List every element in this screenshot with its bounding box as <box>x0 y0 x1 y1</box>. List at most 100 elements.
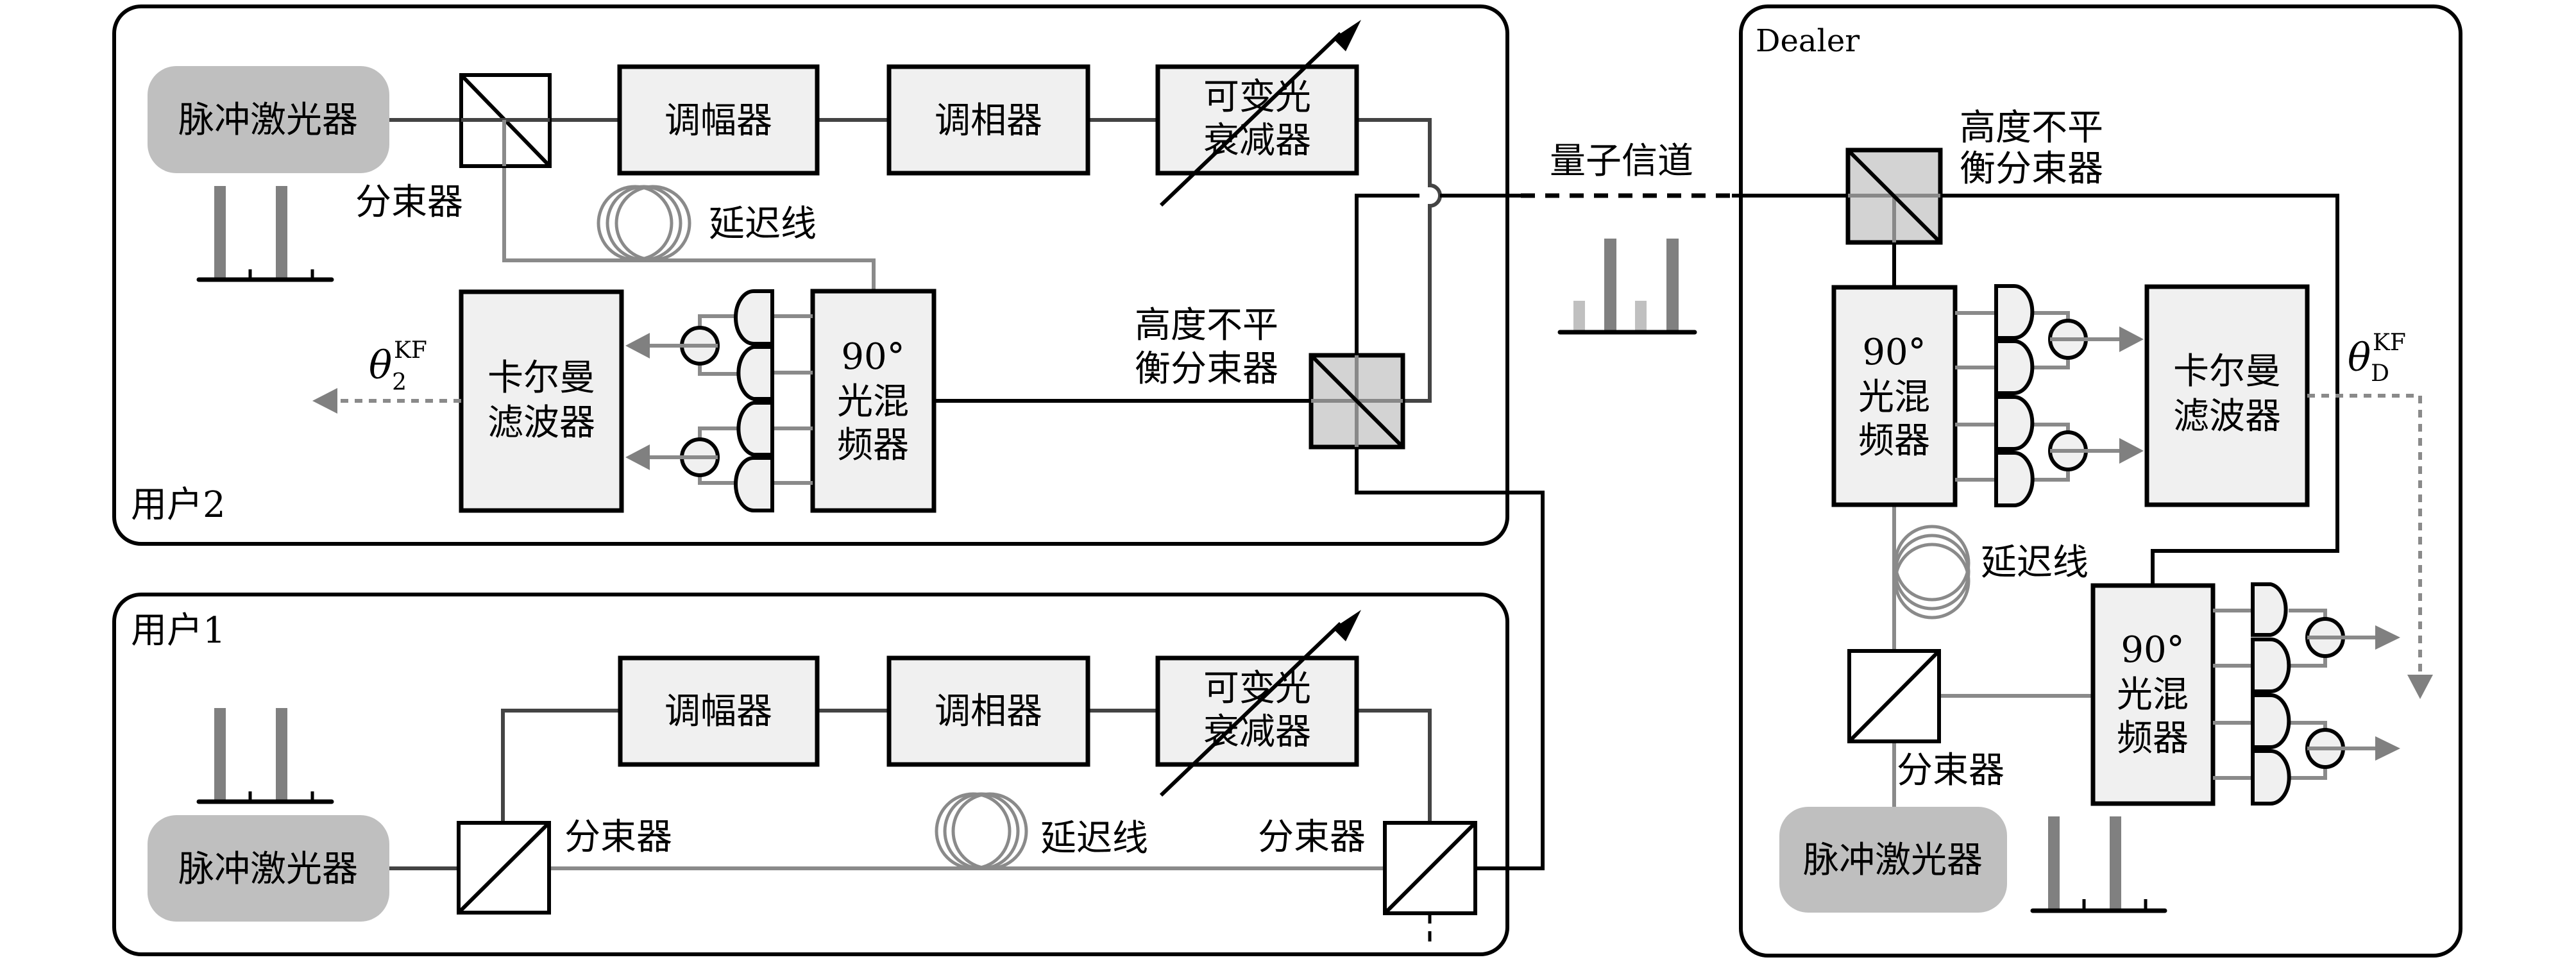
pm-label: 调相器 <box>935 100 1042 142</box>
photodetector-icon <box>1994 395 2035 451</box>
voa-adjust-arrow <box>1159 621 1343 797</box>
dealer-balanced-detectors-2 <box>2213 582 2400 806</box>
dealer-panel: Dealer 高度不平 衡分束器 90° 光混 频器 <box>1739 4 2462 958</box>
dealer-90-hybrid-2: 90° 光混 频器 <box>2090 583 2216 806</box>
user1-delay-label: 延迟线 <box>1040 818 1148 859</box>
dealer-laser-label: 脉冲激光器 <box>1803 840 1983 881</box>
user2-90-hybrid: 90° 光混 频器 <box>810 289 936 513</box>
photodetector-icon <box>734 289 774 346</box>
user1-variable-attenuator: 可变光 衰减器 <box>1155 610 1361 797</box>
user1-pulse-icon <box>196 708 334 804</box>
dealer-theta-output-line <box>2307 394 2422 675</box>
user1-phase-modulator: 调相器 <box>886 655 1090 767</box>
coil-loop <box>935 792 1012 870</box>
dealer-90-hybrid-1: 90° 光混 频器 <box>1831 285 1958 507</box>
user1-pulse-laser: 脉冲激光器 <box>148 815 389 922</box>
photodetector-icon <box>736 401 774 457</box>
coil-loop <box>614 185 691 262</box>
kalman-label-2: 滤波器 <box>2173 396 2281 437</box>
user1-beam-splitter-in <box>457 821 551 915</box>
user2-amplitude-modulator: 调幅器 <box>617 64 820 176</box>
hybrid-label-2: 光混 <box>2117 674 2189 716</box>
fiber-bs-to-am <box>501 709 620 868</box>
user2-variable-attenuator: 可变光 衰减器 <box>1155 20 1361 207</box>
user2-unbalanced-bs-label-2: 衡分束器 <box>1135 348 1278 390</box>
user2-beam-splitter <box>459 73 552 168</box>
voa-arrowhead-icon <box>1333 610 1361 641</box>
user1-delay-line <box>935 792 1028 870</box>
fiber-user2-to-user1 <box>1355 447 1545 870</box>
user2-laser-label: 脉冲激光器 <box>178 99 358 141</box>
arrow-left-icon <box>625 444 650 470</box>
voa-label-2: 衰减器 <box>1203 120 1311 162</box>
user2-kalman-filter: 卡尔曼 滤波器 <box>459 289 624 513</box>
hybrid-label-1: 90° <box>2121 629 2184 671</box>
coil-loop <box>1894 534 1970 611</box>
dealer-beam-splitter <box>1847 649 1941 743</box>
photodetector-icon <box>2251 582 2288 637</box>
user2-balanced-detectors <box>625 289 813 512</box>
coil-loop <box>1894 543 1970 620</box>
pm-label: 调相器 <box>935 691 1042 732</box>
hybrid-label-3: 频器 <box>2117 718 2189 759</box>
photodetector-icon <box>2251 693 2291 749</box>
photodetector-icon <box>2251 637 2291 693</box>
kalman-label-1: 卡尔曼 <box>2173 351 2281 392</box>
arrow-right-icon <box>2119 326 2144 352</box>
voa-adjust-arrow <box>1159 31 1343 207</box>
user2-frame <box>112 4 1509 546</box>
kalman-label-2: 滤波器 <box>487 402 595 444</box>
dealer-label: Dealer <box>1756 23 1860 59</box>
voa-arrowhead-icon <box>1333 20 1361 51</box>
dealer-pulse-icon <box>2030 816 2167 913</box>
user2-unbalanced-bs-label-1: 高度不平 <box>1135 305 1278 346</box>
photodetector-icon <box>1994 451 2035 507</box>
hybrid-label-1: 90° <box>841 336 904 378</box>
dealer-unbalanced-bs <box>1845 148 1943 245</box>
pulse-bar <box>2110 816 2121 910</box>
user1-panel: 用户1 脉冲激光器 分束器 调幅器 <box>112 593 1509 956</box>
coil-loop <box>606 185 682 262</box>
hybrid-label-3: 频器 <box>837 425 909 466</box>
dealer-balanced-detectors-1 <box>1955 284 2144 507</box>
fiber-lo-to-hybrid2 <box>1940 194 2339 586</box>
photodetector-icon <box>736 345 774 401</box>
voa-label-2: 衰减器 <box>1203 711 1311 753</box>
user1-bs-in-label: 分束器 <box>564 816 672 858</box>
dealer-delay-label: 延迟线 <box>1981 542 2089 584</box>
kalman-label-1: 卡尔曼 <box>487 357 595 399</box>
arrow-left-icon <box>312 388 337 414</box>
hybrid-label-3: 频器 <box>1858 420 1930 462</box>
dealer-delay-line <box>1894 525 1970 620</box>
pulse-bar <box>214 186 226 279</box>
dealer-unbalanced-bs-label-2: 衡分束器 <box>1960 148 2103 190</box>
user2-delay-label: 延迟线 <box>709 203 817 245</box>
fiber-quantum-in-user2 <box>1355 194 1521 355</box>
arrow-right-icon <box>2119 438 2144 464</box>
arrow-left-icon <box>625 333 650 359</box>
dealer-kalman-filter: 卡尔曼 滤波器 <box>2144 284 2310 507</box>
pulse-bar <box>1666 239 1679 332</box>
pulse-bar <box>2048 816 2060 910</box>
user2-pulse-laser: 脉冲激光器 <box>148 66 389 173</box>
pulse-bar <box>214 708 226 802</box>
user2-theta-label: θ2KF <box>369 337 427 396</box>
user1-frame <box>112 593 1509 956</box>
dealer-bs-label: 分束器 <box>1897 750 2004 791</box>
pulse-bar <box>1604 239 1616 332</box>
hybrid-label-2: 光混 <box>1858 376 1930 418</box>
coil-loop <box>1894 525 1970 602</box>
pulse-bar <box>1635 301 1647 332</box>
pulse-bar <box>276 708 287 802</box>
hybrid-label-2: 光混 <box>837 381 909 423</box>
dealer-unbalanced-bs-label-1: 高度不平 <box>1960 107 2103 149</box>
pulse-bar <box>276 186 287 279</box>
dealer-frame <box>1739 4 2462 958</box>
user2-delay-line <box>597 185 691 262</box>
photodetector-icon <box>734 456 774 512</box>
quantum-channel-label: 量子信道 <box>1550 140 1693 182</box>
user1-laser-label: 脉冲激光器 <box>178 848 358 890</box>
user2-unbalanced-bs <box>1309 353 1405 450</box>
user2-bs-label: 分束器 <box>355 181 463 223</box>
